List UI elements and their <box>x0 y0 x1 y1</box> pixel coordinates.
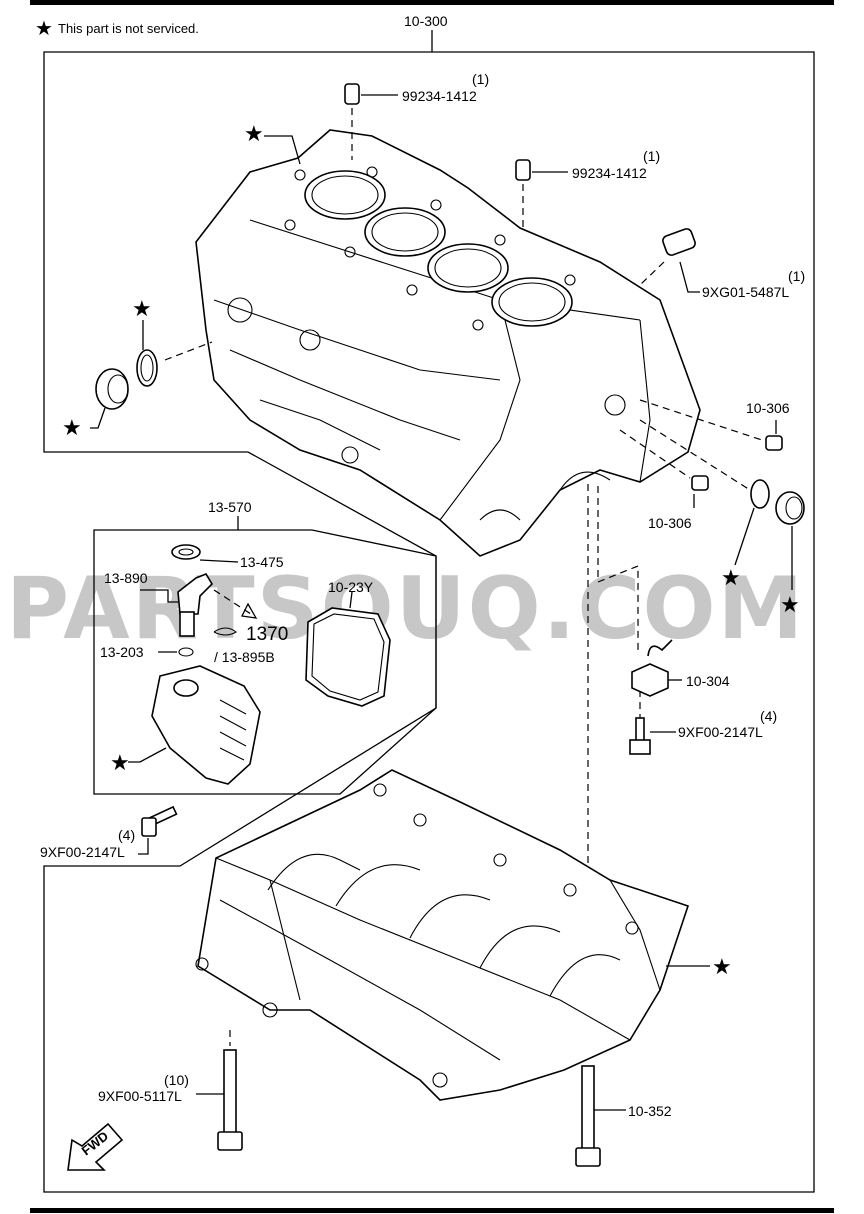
plug-9xg01 <box>639 228 700 293</box>
star-icon-block: ★ <box>244 122 264 147</box>
block-frame <box>43 51 815 1193</box>
seal-left <box>136 320 158 387</box>
label-9xf00-5117: 9XF00-5117L <box>98 1088 182 1104</box>
dowel-pin-right <box>515 159 568 232</box>
label-1370: 1370 <box>246 624 288 645</box>
bolt-9xf00-2147-left <box>138 805 178 855</box>
seal-right <box>639 419 770 566</box>
label-9xf00-2147-left-qty: (4) <box>118 827 135 843</box>
star-icon-plug-right: ★ <box>780 593 800 618</box>
dowel-pin-left <box>344 83 398 160</box>
subassembly-frame <box>93 529 437 795</box>
oil-separator <box>128 665 261 785</box>
pcv-valve-13-890 <box>140 573 258 637</box>
label-13-475: 13-475 <box>240 554 284 570</box>
dowel-10-306-lower <box>619 429 709 508</box>
label-9xg01: 9XG01-5487L <box>702 284 789 300</box>
clip-13-895b <box>213 627 237 636</box>
label-99234-b: 99234-1412 <box>572 165 647 181</box>
star-icon-plug-left: ★ <box>62 416 82 441</box>
ring-13-475 <box>171 544 239 563</box>
lower-block-drawing <box>195 769 710 1101</box>
oil-jet-10-304 <box>631 639 682 697</box>
label-9xf00-2147-left: 9XF00-2147L <box>40 844 125 860</box>
bolt-9xf00-2147-right <box>629 717 676 755</box>
fwd-arrow-icon: FWD <box>67 1122 124 1171</box>
star-icon-seal-left: ★ <box>132 297 152 322</box>
legend-note: This part is not serviced. <box>58 21 199 36</box>
label-99234-a-qty: (1) <box>472 71 489 87</box>
label-9xf00-2147-right: 9XF00-2147L <box>678 724 763 740</box>
label-99234-b-qty: (1) <box>643 148 660 164</box>
label-13-203: 13-203 <box>100 644 144 660</box>
legend-star-icon: ★ <box>35 16 53 40</box>
label-13-570: 13-570 <box>208 499 252 515</box>
label-10-352: 10-352 <box>628 1103 672 1119</box>
label-10-300: 10-300 <box>404 13 448 29</box>
label-10-304: 10-304 <box>686 673 730 689</box>
star-icon-lower-block: ★ <box>712 955 732 980</box>
top-rule <box>30 0 834 5</box>
bolt-10-352 <box>575 1065 626 1167</box>
label-10-23y: 10-23Y <box>328 579 374 595</box>
oring-13-203 <box>158 647 194 657</box>
label-13-895b: / 13-895B <box>214 649 275 665</box>
label-9xg01-qty: (1) <box>788 268 805 284</box>
plug-right <box>775 491 805 590</box>
cylinder-block-drawing <box>195 129 701 557</box>
label-13-890: 13-890 <box>104 570 148 586</box>
dowel-10-306-upper <box>639 399 783 451</box>
gasket-10-23y <box>305 591 391 707</box>
label-10-306-upper: 10-306 <box>746 400 790 416</box>
star-icon-oil-separator: ★ <box>110 751 130 776</box>
label-10-306-lower: 10-306 <box>648 515 692 531</box>
label-99234-a: 99234-1412 <box>402 88 477 104</box>
label-9xf00-2147-right-qty: (4) <box>760 708 777 724</box>
star-icon-seal-right: ★ <box>721 566 741 591</box>
plug-left <box>90 341 213 429</box>
bottom-rule <box>30 1208 834 1213</box>
label-9xf00-5117-qty: (10) <box>164 1072 189 1088</box>
bolt-9xf00-5117 <box>196 1030 243 1151</box>
